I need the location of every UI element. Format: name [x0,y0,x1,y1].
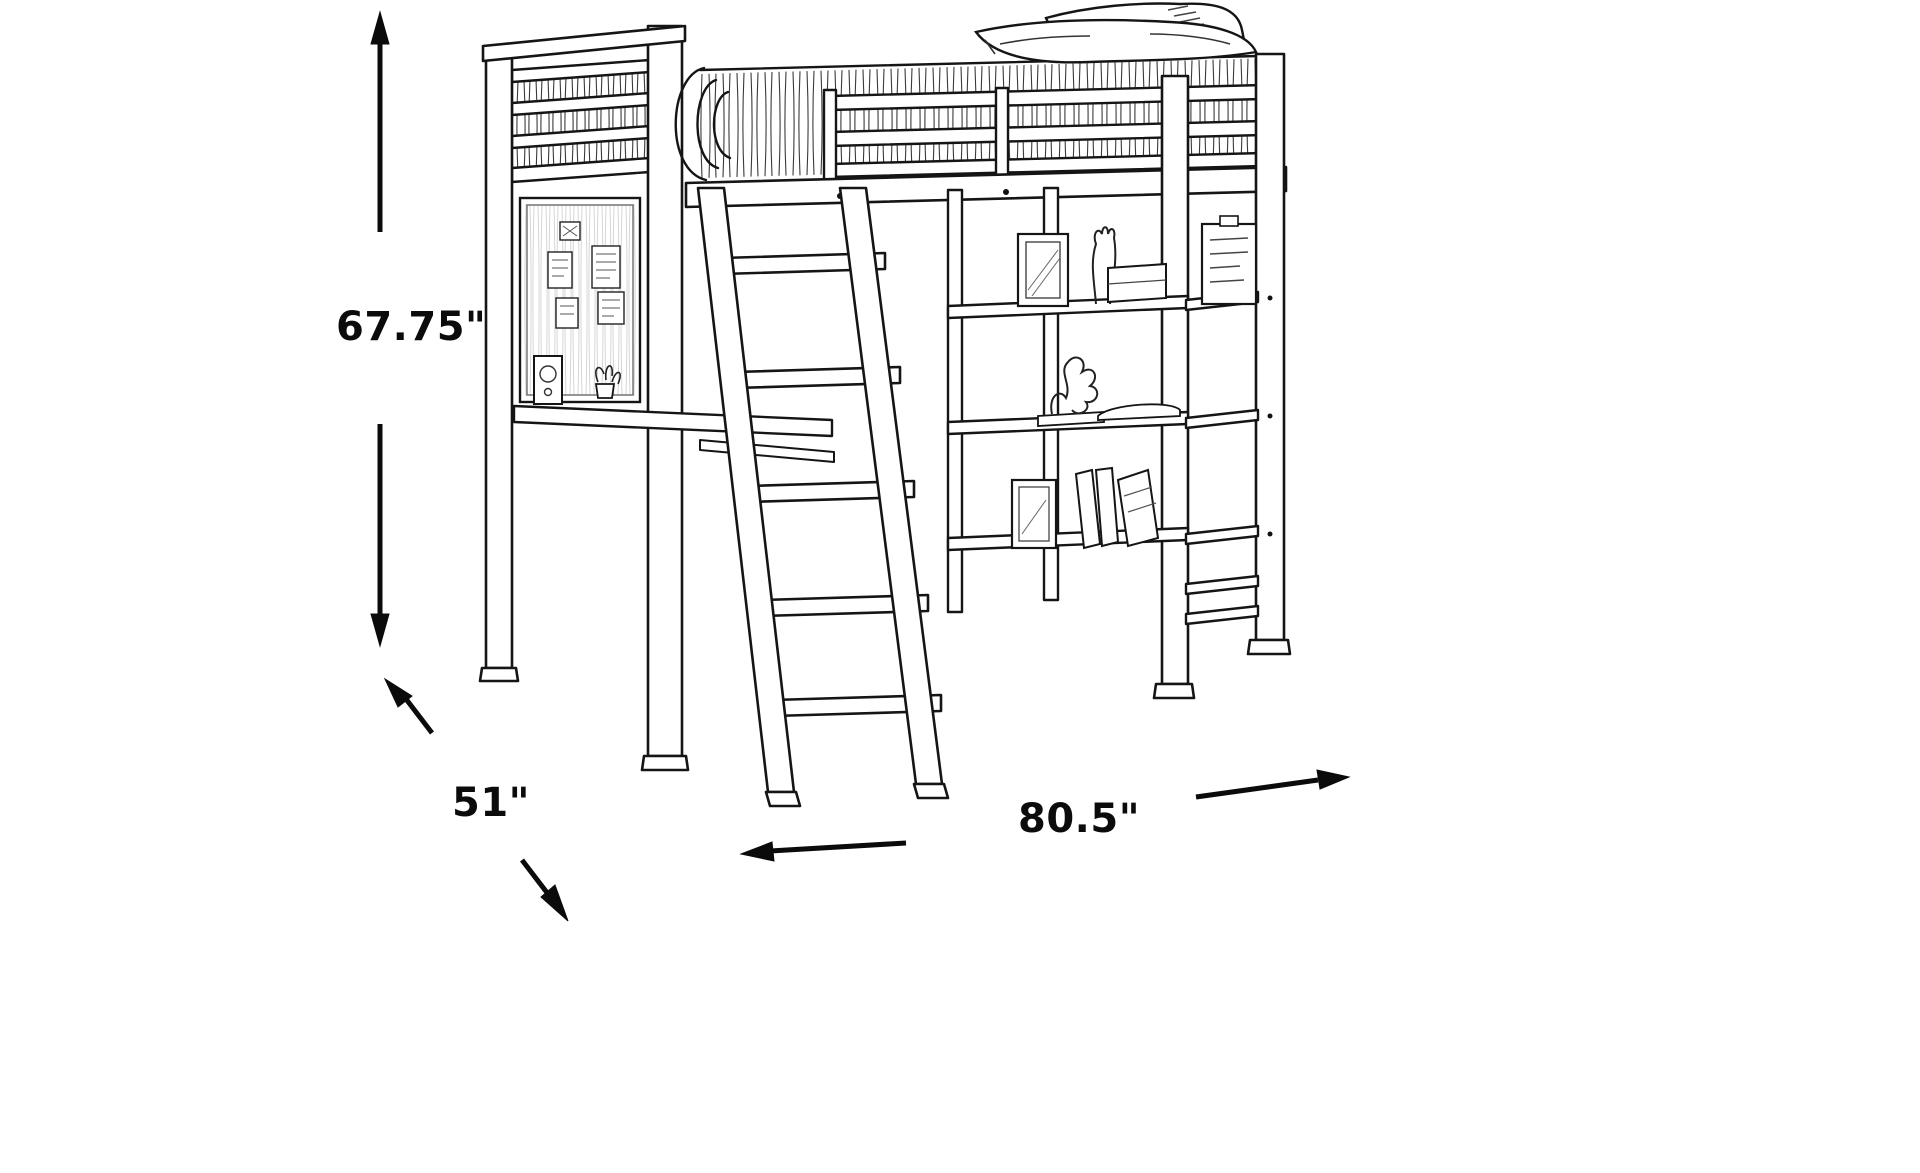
depth-dimension-label: 51" [452,780,531,826]
width-dimension-label: 80.5" [1018,796,1141,842]
depth-arrow [383,677,569,922]
height-dimension-label: 67.75" [336,304,487,350]
shelf-items [1010,215,1258,550]
right-inner-post [1152,74,1196,700]
corkboard [518,196,642,404]
ladder [696,186,950,808]
height-arrow [370,10,390,648]
guard-rail [822,83,1265,188]
pillows [973,2,1258,64]
left-front-post [640,24,690,772]
headboard [510,58,652,184]
headboard-cap-rail [481,24,687,63]
wire-sculpture [1050,356,1099,415]
hand-sculpture [1091,226,1117,305]
right-outer-post [1246,52,1292,656]
width-arrow [739,769,1351,862]
left-rear-post [478,44,520,683]
